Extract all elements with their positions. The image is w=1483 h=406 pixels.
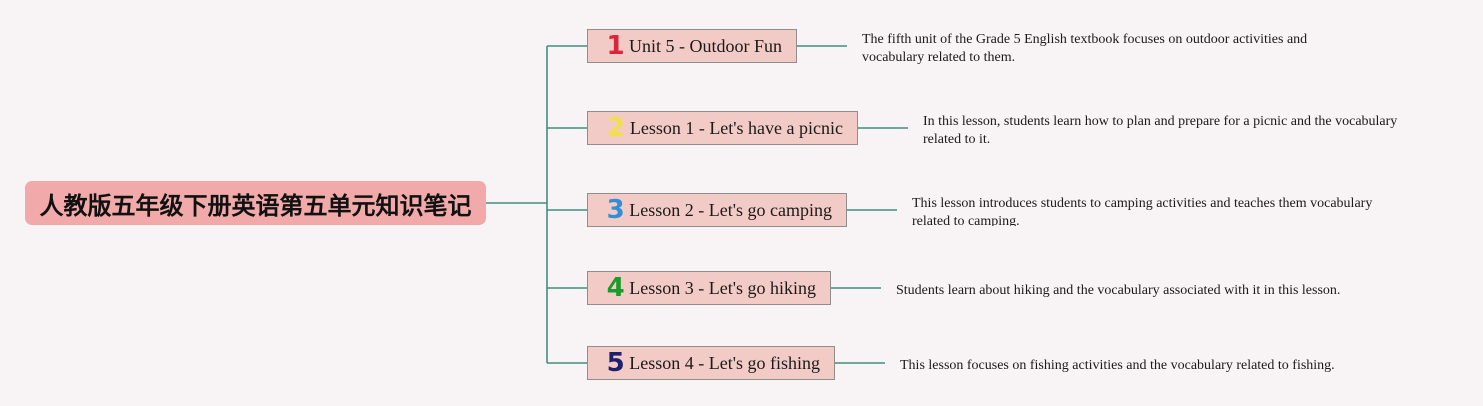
topic-description: This lesson introduces students to campi… [912,196,1373,226]
root-topic-title: 人教版五年级下册英语第五单元知识笔记 [39,191,472,220]
topic-description: Students learn about hiking and the voca… [896,283,1341,297]
topic-node-unit-5[interactable]: 1 Unit 5 - Outdoor Fun [587,29,797,63]
topic-node-lesson-1[interactable]: 2 Lesson 1 - Let's have a picnic [587,111,858,145]
number-5-icon: 5 [606,348,625,378]
topic-label: Unit 5 - Outdoor Fun [629,35,782,56]
topic-node-lesson-2[interactable]: 3 Lesson 2 - Let's go camping [587,193,847,227]
number-2-icon: 2 [606,113,625,143]
number-1-icon: 1 [606,31,625,61]
topic-node-lesson-3[interactable]: 4 Lesson 3 - Let's go hiking [587,271,831,305]
number-3-icon: 3 [606,195,625,225]
topic-label: Lesson 1 - Let's have a picnic [629,117,843,138]
topic-label: Lesson 2 - Let's go camping [629,199,832,220]
number-4-icon: 4 [606,273,625,303]
topic-label: Lesson 4 - Let's go fishing [629,352,820,373]
topic-label: Lesson 3 - Let's go hiking [629,277,816,298]
topic-description: The fifth unit of the Grade 5 English te… [862,32,1308,64]
root-topic[interactable]: 人教版五年级下册英语第五单元知识笔记 [25,181,486,225]
topic-node-lesson-4[interactable]: 5 Lesson 4 - Let's go fishing [587,346,835,380]
topic-description: In this lesson, students learn how to pl… [923,114,1398,147]
topic-description: This lesson focuses on fishing activitie… [900,358,1335,372]
